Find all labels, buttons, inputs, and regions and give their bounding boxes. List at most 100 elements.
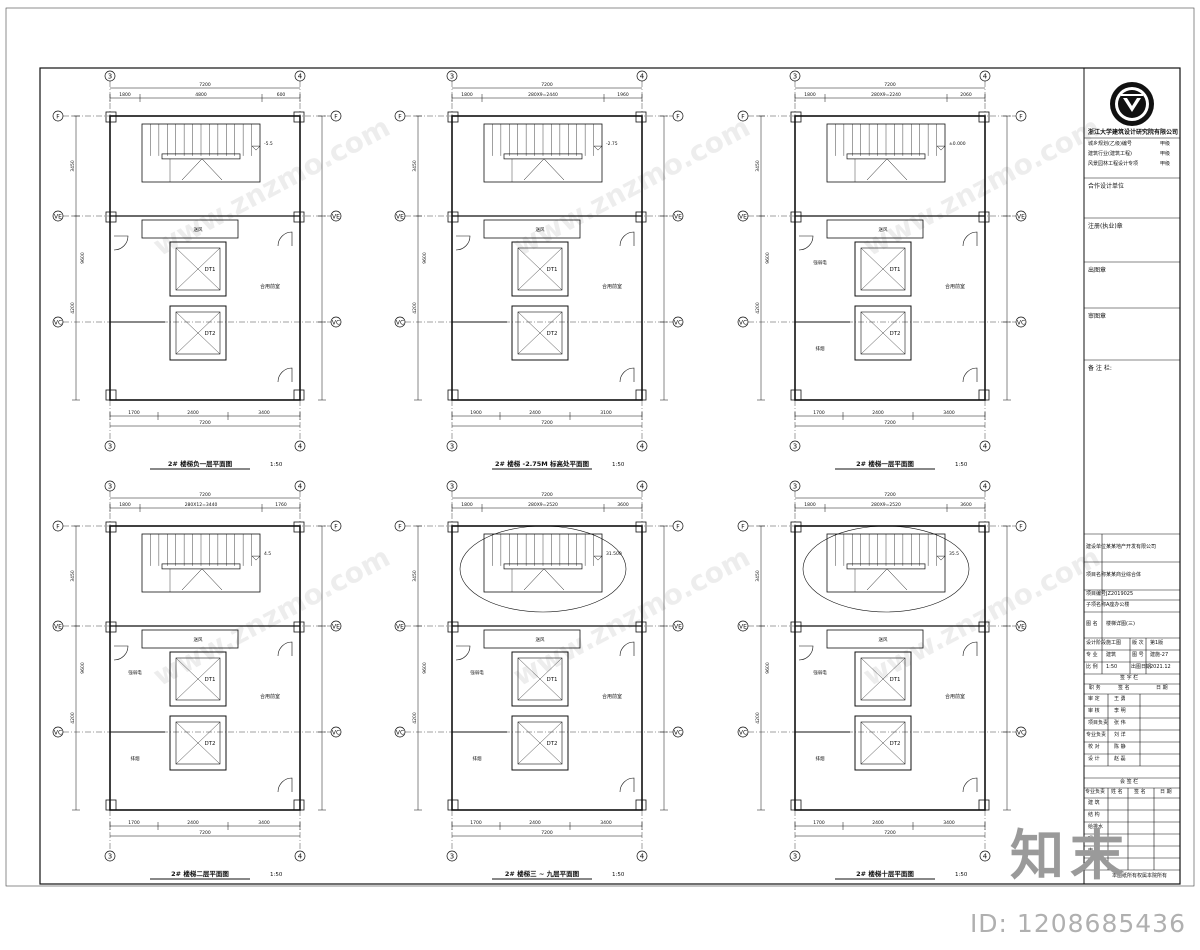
column [978, 521, 990, 533]
elevator-shaft [169, 305, 227, 361]
door-swing [455, 645, 471, 661]
outer-wall [794, 115, 986, 401]
elevator-car [517, 311, 563, 355]
door-swing [113, 235, 129, 251]
column [293, 521, 305, 533]
axis-label: VE [396, 214, 404, 221]
axis-label: 4 [983, 853, 988, 861]
dimension-text: 4200 [755, 302, 761, 314]
axis-label: F [1019, 524, 1023, 531]
title-block-footer: 本图纸所有权属本院所有 [1112, 873, 1168, 879]
watermark-id: ID: 1208685436 [969, 909, 1186, 938]
stair-direction-arrow [523, 158, 565, 181]
sheet-no-label: 图 号 [1132, 652, 1144, 658]
plan-scale: 1:50 [270, 462, 283, 468]
elevator-label: DT1 [546, 677, 557, 683]
axis-label: F [398, 524, 402, 531]
sign-row-role: 校 对 [1088, 744, 1100, 750]
axis-label: F [398, 114, 402, 121]
section-registered-seal: 注册(执业)章 [1088, 223, 1123, 230]
subitem-label: 子项名称 [1086, 602, 1107, 608]
stair-direction-arrow [866, 158, 908, 181]
dimension-text: 3400 [258, 410, 270, 416]
axis-label: VE [674, 214, 682, 221]
dimension-text: 4200 [412, 712, 418, 724]
level-mark-icon [936, 145, 946, 151]
level-mark-icon [251, 555, 261, 561]
elevator-cross [175, 247, 221, 291]
dimension-text: 7200 [199, 420, 211, 426]
dimension-text: 1700 [128, 410, 140, 416]
axis-label: F [56, 524, 60, 531]
elevator-cross [860, 247, 906, 291]
qualification-label-2: 建筑行业(建筑工程) [1088, 151, 1132, 157]
stair-direction-arrow [523, 568, 565, 591]
elevator-label: DT1 [204, 267, 215, 273]
client-label: 建设单位 [1086, 544, 1107, 550]
stage-value: 施工图 [1106, 640, 1122, 646]
drawing-name-label: 图 名 [1086, 621, 1098, 627]
elevator-cross [175, 311, 221, 355]
company-logo [1110, 82, 1154, 126]
discipline-label: 专 业 [1086, 652, 1098, 658]
outer-wall [109, 115, 301, 401]
stair-handrail [846, 563, 926, 570]
door-swing [962, 367, 978, 383]
elevator-car [175, 247, 221, 291]
room-label: 送风 [879, 226, 888, 233]
dimension-text: 9600 [80, 252, 86, 264]
axis-bubble [979, 440, 991, 452]
sign-row-role: 审 定 [1088, 696, 1100, 702]
axis-label: VE [54, 624, 62, 631]
dimension-text: 3450 [70, 160, 76, 172]
column [293, 621, 305, 633]
axis-label: VC [1017, 730, 1025, 737]
elevator-label: DT2 [204, 331, 215, 337]
column [293, 211, 305, 223]
column [790, 111, 802, 123]
axis-bubble [294, 440, 306, 452]
door-swing [962, 231, 978, 247]
axis-label: VC [332, 320, 340, 327]
elevator-cross [860, 657, 906, 701]
cosign-col-date: 日 期 [1160, 789, 1172, 795]
plan-title: 2# 楼梯三 ~ 九层平面图 [505, 869, 580, 878]
room-label: 排烟 [473, 755, 482, 762]
axis-bubble [446, 850, 458, 862]
stair-direction-arrow [866, 568, 908, 591]
dimension-text: 7200 [199, 82, 211, 88]
dimension-text: 7200 [541, 830, 553, 836]
column [105, 799, 117, 811]
elevator-label: DT2 [546, 741, 557, 747]
level-mark-icon [593, 145, 603, 151]
company-name: 浙江大学建筑设计研究院有限公司 [1088, 129, 1179, 136]
sign-row-name: 张 伟 [1114, 720, 1126, 726]
elevator-car [175, 721, 221, 765]
room-label: 合用前室 [260, 693, 280, 700]
axis-bubble [789, 440, 801, 452]
door-swing [619, 641, 635, 657]
dimension-text: 3400 [258, 820, 270, 826]
cosign-row: 给排水 [1088, 824, 1104, 830]
elevator-car [517, 721, 563, 765]
column [447, 111, 459, 123]
dimension-text: 1800 [461, 92, 473, 98]
column [978, 621, 990, 633]
room-label: 送风 [194, 636, 203, 643]
column [635, 521, 647, 533]
project-value: 某某商业综合体 [1106, 572, 1142, 578]
dimension-text: 2400 [529, 410, 541, 416]
room-label: 送风 [879, 636, 888, 643]
axis-bubble [104, 850, 116, 862]
dimension-text: 3100 [600, 410, 612, 416]
axis-label: 4 [640, 853, 645, 861]
elevator-car [860, 247, 906, 291]
dimension-text: 3450 [412, 570, 418, 582]
elevator-cross [175, 721, 221, 765]
elevator-car [175, 311, 221, 355]
project-no-value: JZ2019025 [1106, 591, 1134, 597]
cosign-col-sign: 签 名 [1134, 789, 1146, 795]
axis-label: VE [674, 624, 682, 631]
